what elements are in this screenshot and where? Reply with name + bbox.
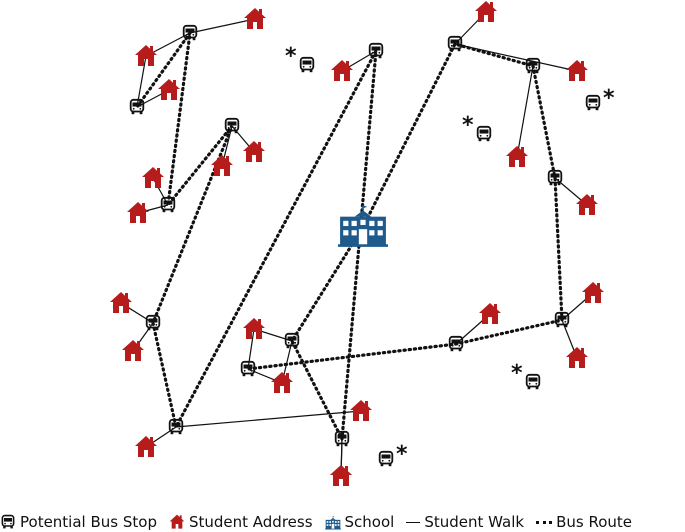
house-icon [122, 340, 144, 361]
house-icon [331, 60, 353, 81]
bus-icon [585, 94, 601, 112]
solid-line-icon [406, 521, 421, 523]
school-building-icon [338, 204, 388, 247]
legend-item-route: Bus Route [536, 513, 632, 531]
legend-label-walk: Student Walk [424, 513, 525, 531]
route-line [246, 42, 564, 371]
bus-icon [476, 125, 492, 143]
legend-item-school: School [324, 513, 395, 531]
bus-route-diagram: * * * * * [110, 1, 615, 486]
unused-asterisk: * [285, 44, 297, 69]
school-building-icon [324, 515, 341, 530]
walk-line [175, 410, 362, 428]
house-icon [479, 303, 501, 324]
walk-line [136, 55, 147, 108]
house-icon [244, 8, 266, 29]
house-icon [566, 347, 588, 368]
house-icon [350, 400, 372, 421]
house-icon [158, 79, 180, 100]
route-line [135, 32, 378, 445]
house-icon [169, 514, 185, 529]
route-layer [135, 32, 564, 445]
house-icon [243, 141, 265, 162]
bus-icon [1, 514, 15, 530]
house-icon [127, 202, 149, 223]
house-icon [211, 155, 233, 176]
legend-label-school: School [344, 513, 395, 531]
school-layer [338, 204, 388, 247]
stop-layer: * * * * * [129, 24, 615, 468]
house-icon [135, 436, 157, 457]
unused-asterisk: * [396, 442, 408, 467]
house-icon [135, 45, 157, 66]
walk-line [189, 18, 256, 34]
bus-icon [299, 56, 315, 74]
house-icon [243, 318, 265, 339]
legend-item-walk: Student Walk [406, 513, 524, 531]
legend-item-house: Student Address [169, 513, 313, 531]
legend: Potential Bus Stop Student Address Schoo… [0, 512, 685, 532]
house-icon [506, 146, 528, 167]
legend-label-stop: Potential Bus Stop [20, 513, 157, 531]
house-icon [582, 282, 604, 303]
walk-line [516, 65, 534, 158]
house-icon [566, 60, 588, 81]
dotted-line-icon [536, 520, 553, 524]
house-icon [576, 194, 598, 215]
bus-icon [525, 373, 541, 391]
legend-item-stop: Potential Bus Stop [0, 513, 157, 531]
unused-asterisk: * [603, 86, 615, 111]
house-icon [142, 167, 164, 188]
bus-icon [378, 450, 394, 468]
unused-asterisk: * [462, 113, 474, 138]
unused-asterisk: * [511, 361, 523, 386]
house-icon [271, 372, 293, 393]
house-icon [475, 1, 497, 22]
house-icon [330, 465, 352, 486]
legend-label-house: Student Address [188, 513, 313, 531]
house-icon [110, 292, 132, 313]
legend-label-route: Bus Route [556, 513, 633, 531]
